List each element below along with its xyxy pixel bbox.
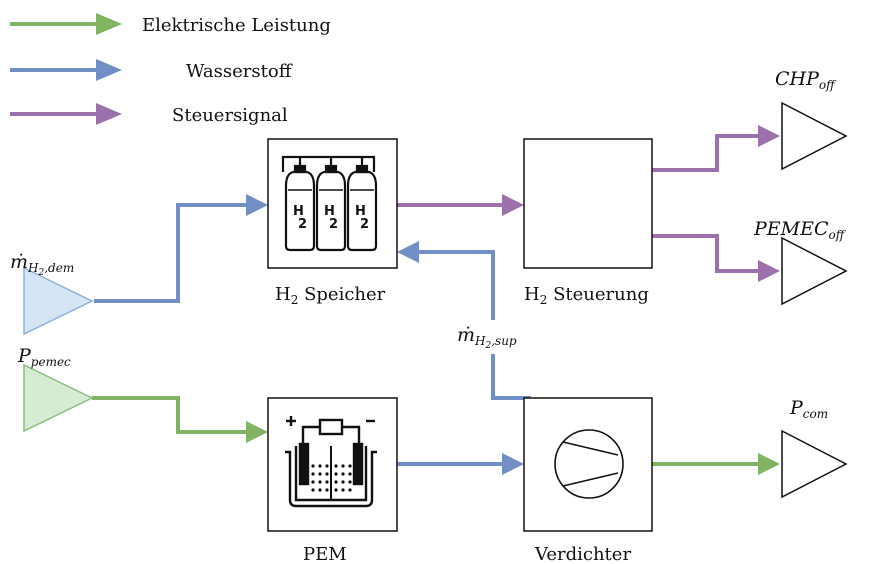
cylinder-1-h-label: H	[293, 204, 304, 219]
legend-control-arrow	[10, 103, 122, 125]
connection-demand-to-storage	[94, 194, 268, 303]
sink-p-com[interactable]	[781, 429, 848, 499]
connection-control-to-chp-off	[652, 125, 780, 172]
legend-control-label: Steuersignal	[172, 105, 288, 126]
control-block[interactable]	[523, 138, 653, 269]
bubbles-icon	[311, 464, 352, 492]
sink-chp-off[interactable]	[781, 101, 848, 171]
connection-storage-to-control	[397, 194, 524, 216]
cylinder-1-2-label: 2	[298, 217, 307, 232]
pem-block[interactable]	[267, 397, 398, 532]
gas-cylinders-icon	[281, 155, 378, 252]
legend: Elektrische Leistung Wasserstoff Steuers…	[10, 13, 331, 126]
legend-electric-label: Elektrische Leistung	[142, 15, 331, 36]
compressor-block[interactable]	[523, 397, 653, 532]
pem-label: PEM	[303, 544, 347, 564]
source-demand[interactable]	[23, 266, 94, 336]
signal-pemec-off-label: PEMECoff	[753, 218, 847, 242]
cylinder-2-2-label: 2	[329, 217, 338, 232]
compressor-icon	[554, 429, 624, 499]
connection-compressor-to-p-com	[652, 453, 780, 475]
legend-electric-arrow	[10, 13, 122, 35]
supply-label-backdrop	[455, 320, 531, 354]
electrolyzer-icon	[285, 416, 377, 508]
cylinder-2-h-label: H	[324, 204, 335, 219]
source-pemec-power[interactable]	[23, 363, 94, 433]
cylinder-3-2-label: 2	[360, 217, 369, 232]
sink-pemec-off[interactable]	[781, 236, 848, 306]
connection-pem-to-compressor	[397, 453, 524, 475]
connection-control-to-pemec-off	[652, 234, 780, 282]
storage-block[interactable]: H 2 H 2 H 2	[267, 138, 398, 269]
connection-compressor-to-storage	[397, 241, 531, 400]
connection-pemec-power-to-pem	[92, 396, 268, 443]
legend-hydrogen-arrow	[10, 59, 122, 81]
compressor-label: Verdichter	[534, 544, 631, 564]
signal-chp-off-label: CHPoff	[775, 68, 837, 92]
signal-pemec-power-label: Ppemec	[17, 345, 71, 369]
legend-hydrogen-label: Wasserstoff	[186, 61, 293, 82]
signal-supply-label: ṁH2,sup	[457, 324, 517, 351]
signal-p-com-label: Pcom	[789, 397, 828, 421]
storage-label: H2 Speicher	[275, 284, 386, 307]
cylinder-3-h-label: H	[355, 204, 366, 219]
signal-demand-label: ṁH2,dem	[10, 251, 74, 278]
control-label: H2 Steuerung	[524, 284, 649, 307]
